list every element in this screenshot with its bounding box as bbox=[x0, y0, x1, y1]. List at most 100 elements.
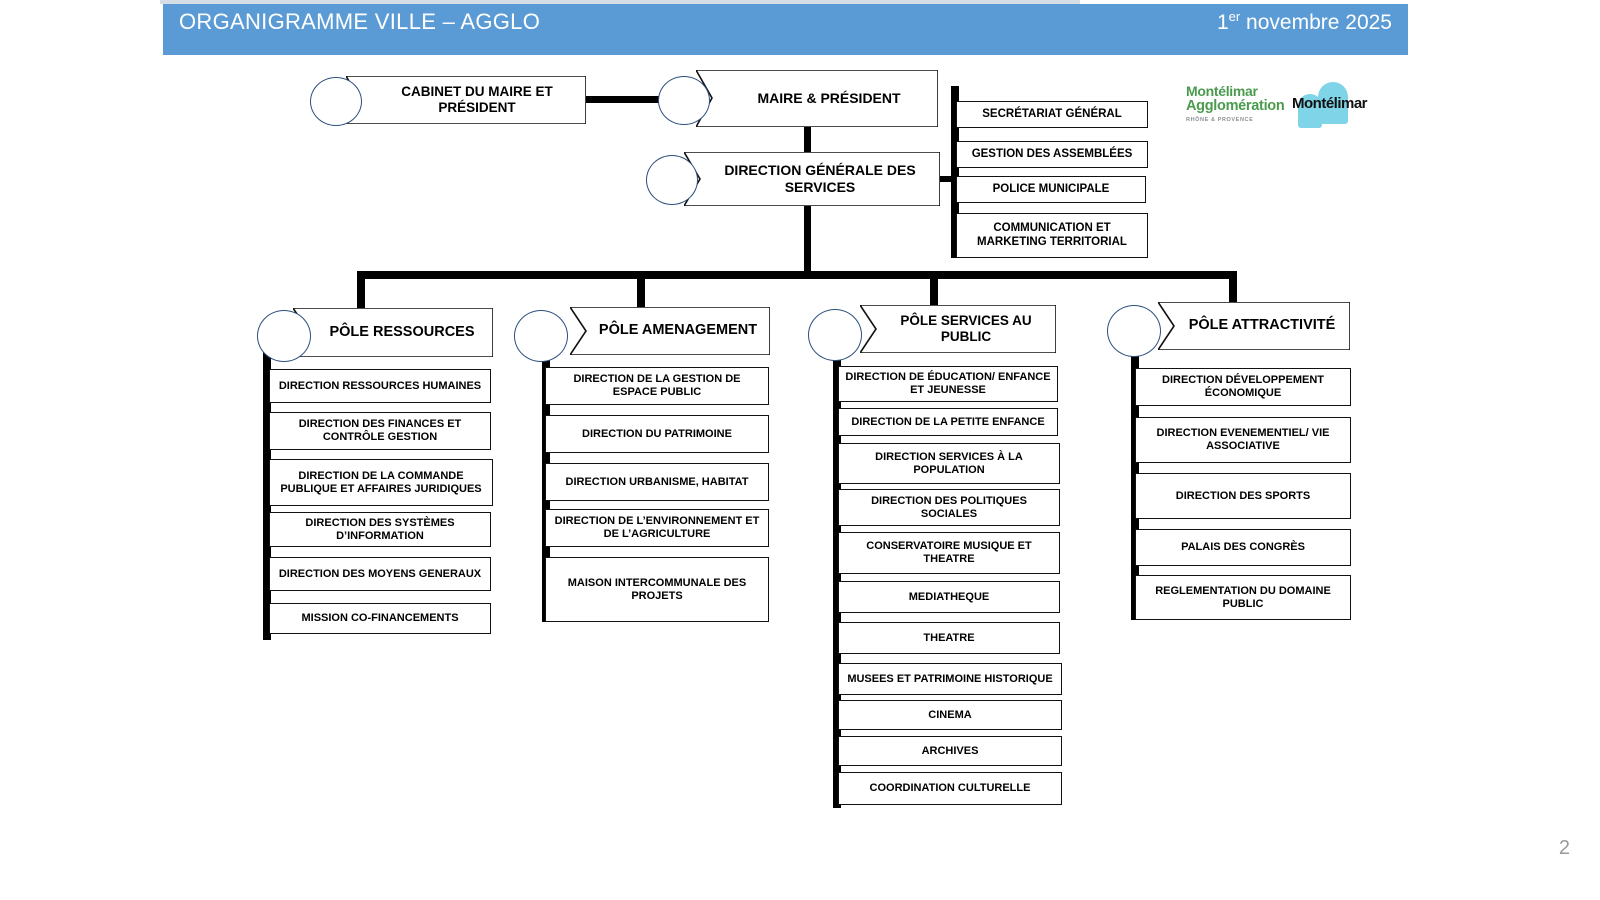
staff-box-police-municipale[interactable]: POLICE MUNICIPALE bbox=[956, 176, 1146, 203]
pole-ressources-item-4[interactable]: DIRECTION DES SYSTÈMES D’INFORMATION bbox=[269, 512, 491, 547]
pole-services-item-3[interactable]: DIRECTION SERVICES À LA POPULATION bbox=[838, 443, 1060, 484]
slide-header: ORGANIGRAMME VILLE – AGGLO 1er novembre … bbox=[163, 4, 1408, 55]
pole-amenagement-item-2[interactable]: DIRECTION DU PATRIMOINE bbox=[545, 415, 769, 453]
unit-label: DIRECTION DES FINANCES ET CONTRÔLE GESTI… bbox=[298, 418, 462, 443]
unit-label: DIRECTION DES POLITIQUES SOCIALES bbox=[871, 494, 1027, 520]
pole-ressources-avatar-circle bbox=[257, 310, 311, 362]
pole-header-attractivite[interactable]: PÔLE ATTRACTIVITÉ bbox=[1158, 302, 1350, 350]
unit-label: DIRECTION DE LA COMMANDE PUBLIQUE ET AFF… bbox=[280, 469, 482, 495]
unit-label: DIRECTION DE LA PETITE ENFANCE bbox=[851, 415, 1045, 428]
connector-drop-amenagement bbox=[637, 271, 645, 335]
staff-box-label: POLICE MUNICIPALE bbox=[992, 182, 1110, 195]
unit-label: MUSEES ET PATRIMOINE HISTORIQUE bbox=[847, 672, 1053, 685]
pole-title: PÔLE AMENAGEMENT bbox=[598, 322, 758, 339]
node-maire-president[interactable]: MAIRE & PRÉSIDENT bbox=[696, 70, 938, 127]
pole-services-item-11[interactable]: COORDINATION CULTURELLE bbox=[838, 772, 1062, 805]
logo-agglo-line3: RHÔNE & PROVENCE bbox=[1186, 116, 1254, 123]
top-rule bbox=[160, 0, 1080, 4]
staff-box-label: SECRÉTARIAT GÉNÉRAL bbox=[982, 107, 1122, 120]
pole-amenagement-item-1[interactable]: DIRECTION DE LA GESTION DE ESPACE PUBLIC bbox=[545, 367, 769, 405]
pole-header-amenagement[interactable]: PÔLE AMENAGEMENT bbox=[570, 307, 770, 355]
unit-label: DIRECTION DES MOYENS GENERAUX bbox=[278, 567, 482, 580]
unit-label: CONSERVATOIRE MUSIQUE ET THEATRE bbox=[866, 540, 1032, 565]
pole-services-item-4[interactable]: DIRECTION DES POLITIQUES SOCIALES bbox=[838, 489, 1060, 526]
pole-ressources-item-3[interactable]: DIRECTION DE LA COMMANDE PUBLIQUE ET AFF… bbox=[269, 459, 493, 506]
pole-amenagement-item-5[interactable]: MAISON INTERCOMMUNALE DES PROJETS bbox=[545, 557, 769, 622]
date-rest: novembre 2025 bbox=[1240, 11, 1392, 34]
unit-label: MISSION CO-FINANCEMENTS bbox=[301, 612, 459, 625]
pole-attractivite-item-1[interactable]: DIRECTION DÉVELOPPEMENT ÉCONOMIQUE bbox=[1135, 368, 1351, 406]
pole-title: PÔLE SERVICES AU PUBLIC bbox=[900, 312, 1032, 344]
node-label: CABINET DU MAIRE ET PRÉSIDENT bbox=[401, 83, 553, 115]
unit-label: DIRECTION DU PATRIMOINE bbox=[582, 427, 732, 440]
pole-services-spine bbox=[833, 330, 841, 808]
unit-label: DIRECTION DÉVELOPPEMENT ÉCONOMIQUE bbox=[1162, 374, 1324, 399]
pole-ressources-spine bbox=[263, 330, 271, 640]
pole-services-item-9[interactable]: CINEMA bbox=[838, 700, 1062, 730]
node-dgs-avatar-circle bbox=[646, 155, 698, 205]
connector-drop-attractivite bbox=[1229, 271, 1237, 329]
unit-label: THEATRE bbox=[923, 631, 975, 644]
banner-shape bbox=[860, 305, 1056, 353]
pole-services-item-1[interactable]: DIRECTION DE ÉDUCATION/ ENFANCE ET JEUNE… bbox=[838, 366, 1058, 402]
unit-label: DIRECTION DE L’ENVIRONNEMENT ET DE L’AGR… bbox=[554, 515, 760, 540]
node-cabinet-du-maire[interactable]: CABINET DU MAIRE ET PRÉSIDENT bbox=[346, 76, 586, 124]
logo-agglo-line2: Agglomération bbox=[1186, 98, 1285, 114]
pole-attractivite-item-5[interactable]: REGLEMENTATION DU DOMAINE PUBLIC bbox=[1135, 575, 1351, 620]
pole-services-item-8[interactable]: MUSEES ET PATRIMOINE HISTORIQUE bbox=[838, 663, 1062, 695]
connector-drop-ressources bbox=[357, 271, 365, 339]
node-direction-generale-services[interactable]: DIRECTION GÉNÉRALE DES SERVICES bbox=[684, 152, 940, 206]
pole-ressources-item-2[interactable]: DIRECTION DES FINANCES ET CONTRÔLE GESTI… bbox=[269, 412, 491, 450]
connector-dgs-trunk bbox=[804, 200, 811, 278]
date-number: 1 bbox=[1216, 11, 1229, 34]
staff-box-gestion-assemblees[interactable]: GESTION DES ASSEMBLÉES bbox=[956, 141, 1148, 168]
pole-header-services-au-public[interactable]: PÔLE SERVICES AU PUBLIC bbox=[860, 305, 1056, 353]
unit-label: DIRECTION DE LA GESTION DE ESPACE PUBLIC bbox=[573, 373, 741, 398]
connector-maire-dgs bbox=[804, 125, 811, 160]
pole-ressources-item-1[interactable]: DIRECTION RESSOURCES HUMAINES bbox=[269, 369, 491, 403]
pole-header-ressources[interactable]: PÔLE RESSOURCES bbox=[293, 308, 493, 357]
pole-services-item-10[interactable]: ARCHIVES bbox=[838, 736, 1062, 766]
pole-attractivite-item-3[interactable]: DIRECTION DES SPORTS bbox=[1135, 473, 1351, 519]
node-label: DIRECTION GÉNÉRALE DES SERVICES bbox=[724, 162, 916, 195]
logo-shape-right bbox=[1318, 82, 1348, 124]
header-date: 1er novembre 2025 bbox=[1217, 9, 1392, 35]
connector-cabinet-maire bbox=[584, 96, 676, 103]
unit-label: DIRECTION EVENEMENTIEL/ VIE ASSOCIATIVE bbox=[1156, 427, 1330, 452]
unit-label: ARCHIVES bbox=[921, 744, 979, 757]
pole-services-item-7[interactable]: THEATRE bbox=[838, 622, 1060, 654]
staff-box-label: GESTION DES ASSEMBLÉES bbox=[971, 147, 1133, 160]
banner-shape bbox=[570, 307, 770, 355]
date-suffix: er bbox=[1228, 9, 1241, 24]
pole-amenagement-item-3[interactable]: DIRECTION URBANISME, HABITAT bbox=[545, 463, 769, 501]
pole-ressources-item-5[interactable]: DIRECTION DES MOYENS GENERAUX bbox=[269, 557, 491, 591]
connector-dgs-staff-stub bbox=[938, 176, 958, 182]
unit-label: DIRECTION DES SPORTS bbox=[1175, 489, 1311, 502]
logo-montelimar-ville: Montélimar bbox=[1292, 80, 1370, 128]
pole-services-item-2[interactable]: DIRECTION DE LA PETITE ENFANCE bbox=[838, 408, 1058, 436]
unit-label: DIRECTION URBANISME, HABITAT bbox=[565, 475, 749, 488]
pole-ressources-item-6[interactable]: MISSION CO-FINANCEMENTS bbox=[269, 603, 491, 634]
pole-attractivite-item-4[interactable]: PALAIS DES CONGRÈS bbox=[1135, 529, 1351, 566]
connector-dgs-staff-spine bbox=[951, 86, 959, 258]
pole-attractivite-item-2[interactable]: DIRECTION EVENEMENTIEL/ VIE ASSOCIATIVE bbox=[1135, 417, 1351, 463]
pole-title: PÔLE ATTRACTIVITÉ bbox=[1188, 317, 1336, 334]
pole-amenagement-item-4[interactable]: DIRECTION DE L’ENVIRONNEMENT ET DE L’AGR… bbox=[545, 509, 769, 547]
staff-box-communication-marketing[interactable]: COMMUNICATION ET MARKETING TERRITORIAL bbox=[956, 213, 1148, 258]
staff-box-secretariat-general[interactable]: SECRÉTARIAT GÉNÉRAL bbox=[956, 101, 1148, 128]
pole-attractivite-avatar-circle bbox=[1107, 305, 1161, 357]
unit-label: PALAIS DES CONGRÈS bbox=[1181, 541, 1305, 554]
logo-montelimar-agglomeration: Montélimar Agglomération RHÔNE & PROVENC… bbox=[1186, 84, 1285, 123]
pole-services-item-5[interactable]: CONSERVATOIRE MUSIQUE ET THEATRE bbox=[838, 532, 1060, 574]
banner-shape bbox=[1158, 302, 1350, 350]
page-title: ORGANIGRAMME VILLE – AGGLO bbox=[179, 9, 541, 34]
connector-distribution-bar bbox=[357, 271, 1237, 279]
unit-label: MEDIATHEQUE bbox=[908, 590, 990, 603]
unit-label: DIRECTION DE ÉDUCATION/ ENFANCE ET JEUNE… bbox=[845, 371, 1051, 396]
connector-drop-services bbox=[930, 271, 938, 333]
pole-services-item-6[interactable]: MEDIATHEQUE bbox=[838, 581, 1060, 613]
banner-shape bbox=[696, 70, 938, 127]
pole-amenagement-avatar-circle bbox=[514, 310, 568, 362]
unit-label: DIRECTION SERVICES À LA POPULATION bbox=[875, 450, 1023, 476]
